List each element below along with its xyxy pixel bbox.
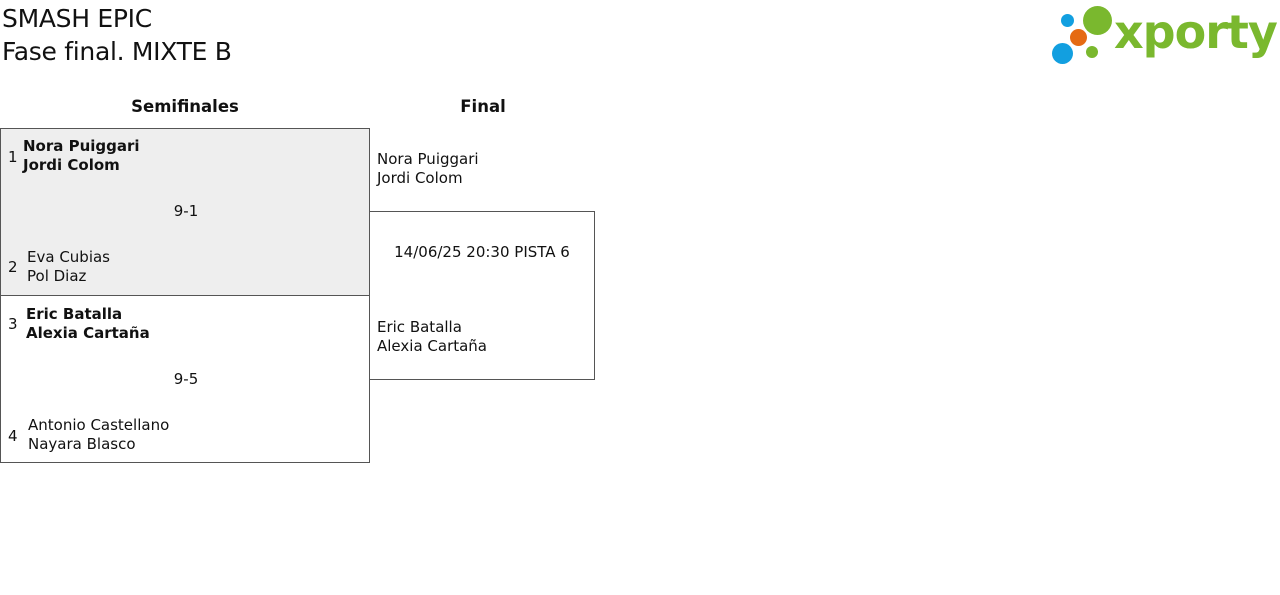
player-name: Antonio Castellano [28,416,170,434]
player-name: Nora Puiggari [23,137,140,155]
phase-title: Fase final. MIXTE B [2,37,232,66]
logo-dot-blue-small [1061,14,1074,27]
player-name: Eric Batalla [26,305,123,323]
round-header-final: Final [460,97,506,116]
player-name: Pol Diaz [27,267,87,285]
semifinal-match-1: 1 Nora Puiggari Jordi Colom 9-1 2 Eva Cu… [0,128,370,296]
team-loser: Eva Cubias Pol Diaz [27,248,110,286]
player-name: Nayara Blasco [28,435,136,453]
player-name: Alexia Cartaña [26,324,150,342]
logo-dot-green [1083,6,1112,35]
player-name: Eric Batalla [377,318,462,336]
match-score: 9-5 [173,370,199,388]
seed-number: 4 [8,427,18,445]
player-name: Jordi Colom [377,169,463,187]
seed-number: 1 [8,148,18,166]
final-team-bottom: Eric Batalla Alexia Cartaña [377,318,487,356]
tournament-title: SMASH EPIC [2,4,152,33]
logo-wordmark: xporty [1114,5,1278,59]
final-match-bracket [369,211,595,380]
final-team-top: Nora Puiggari Jordi Colom [377,150,479,188]
player-name: Eva Cubias [27,248,110,266]
logo-dot-green-small [1086,46,1098,58]
team-winner: Nora Puiggari Jordi Colom [23,137,140,175]
team-loser: Antonio Castellano Nayara Blasco [28,416,169,454]
page-header: SMASH EPIC Fase final. MIXTE B [2,2,232,68]
player-name: Jordi Colom [23,156,120,174]
xporty-logo: xporty [1050,4,1278,68]
round-header-semifinals: Semifinales [131,97,239,116]
player-name: Nora Puiggari [377,150,479,168]
seed-number: 2 [8,258,18,276]
player-name: Alexia Cartaña [377,337,488,355]
final-schedule: 14/06/25 20:30 PISTA 6 [394,243,570,261]
match-score: 9-1 [173,202,199,220]
logo-dot-blue [1052,43,1073,64]
seed-number: 3 [8,315,18,333]
semifinal-match-2: 3 Eric Batalla Alexia Cartaña 9-5 4 Anto… [0,295,370,463]
team-winner: Eric Batalla Alexia Cartaña [26,305,150,343]
logo-dot-orange [1070,29,1087,46]
